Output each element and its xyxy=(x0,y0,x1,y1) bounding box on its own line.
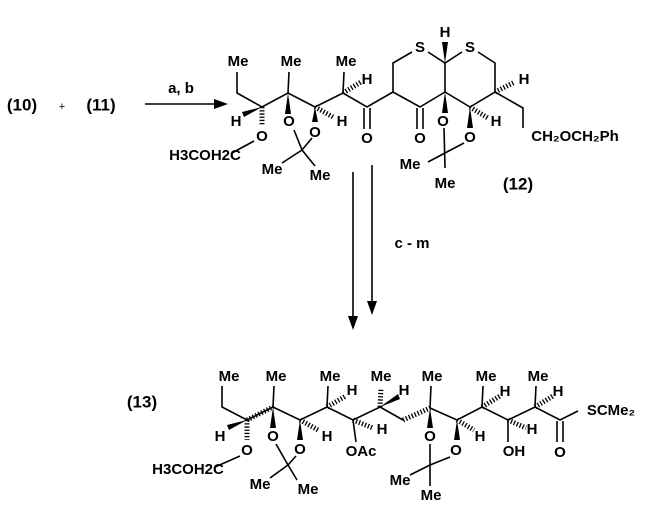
compound-12-structure xyxy=(231,42,524,169)
atom-label: Me xyxy=(250,476,271,493)
atom-label: O xyxy=(554,444,566,461)
atom-label: H xyxy=(500,383,511,400)
atom-label: OAc xyxy=(346,443,377,460)
atom-label: SCMe₂ xyxy=(587,402,635,419)
atom-label: CH₂OCH₂Ph xyxy=(531,128,619,145)
atom-label: Me xyxy=(476,368,497,385)
atom-label: H3COH2C xyxy=(152,461,224,478)
atom-label: H xyxy=(491,113,502,130)
atom-label: H xyxy=(231,113,242,130)
atom-label: O xyxy=(241,442,253,459)
atom-label: O xyxy=(267,428,279,445)
reaction-arrow-1 xyxy=(145,99,228,109)
atom-label: H xyxy=(475,428,486,445)
atom-label: O xyxy=(294,441,306,458)
atom-label: Me xyxy=(336,53,357,70)
atom-label: O xyxy=(450,442,462,459)
reactant-10-label: (10) xyxy=(7,95,37,114)
atom-label: Me xyxy=(298,481,319,498)
compound-13-structure xyxy=(214,385,579,486)
atom-label: Me xyxy=(310,167,331,184)
atom-label: O xyxy=(414,130,426,147)
atom-label: O xyxy=(464,129,476,146)
atom-label: Me xyxy=(281,53,302,70)
step-2-reagents: c - m xyxy=(394,235,429,252)
atom-label: O xyxy=(424,428,436,445)
atom-label: OH xyxy=(503,443,526,460)
atom-label: H xyxy=(553,383,564,400)
atom-label: H xyxy=(377,421,388,438)
plus-sign: + xyxy=(59,101,65,113)
step-1-reagents: a, b xyxy=(168,80,194,97)
atom-label: Me xyxy=(390,472,411,489)
atom-label: O xyxy=(309,124,321,141)
atom-label: Me xyxy=(320,368,341,385)
atom-label: H xyxy=(362,71,373,88)
atom-label: H xyxy=(347,382,358,399)
atom-label: Me xyxy=(528,368,549,385)
atom-label: Me xyxy=(421,487,442,504)
atom-label: S xyxy=(415,39,425,56)
compound-13-label: (13) xyxy=(127,392,157,411)
atom-label: Me xyxy=(400,156,421,173)
atom-label: Me xyxy=(262,161,283,178)
atom-label: Me xyxy=(219,368,240,385)
atom-label: Me xyxy=(422,368,443,385)
atom-label: H xyxy=(527,421,538,438)
atom-label: O xyxy=(361,130,373,147)
atom-label: Me xyxy=(435,175,456,192)
reaction-arrow-2 xyxy=(348,165,377,330)
reactant-11-label: (11) xyxy=(86,95,115,114)
atom-label: S xyxy=(465,39,475,56)
atom-label: H xyxy=(322,428,333,445)
atom-label: O xyxy=(437,113,449,130)
atom-label: Me xyxy=(266,368,287,385)
atom-label: H xyxy=(519,71,530,88)
atom-label: O xyxy=(256,128,268,145)
compound-12-label: (12) xyxy=(503,174,533,193)
atom-label: H xyxy=(440,24,451,41)
atom-label: O xyxy=(283,113,295,130)
atom-label: H xyxy=(215,428,226,445)
atom-label: H xyxy=(337,113,348,130)
atom-label: Me xyxy=(371,368,392,385)
atom-label: H3COH2C xyxy=(169,147,241,164)
atom-label: Me xyxy=(228,53,249,70)
atom-label: H xyxy=(399,382,410,399)
